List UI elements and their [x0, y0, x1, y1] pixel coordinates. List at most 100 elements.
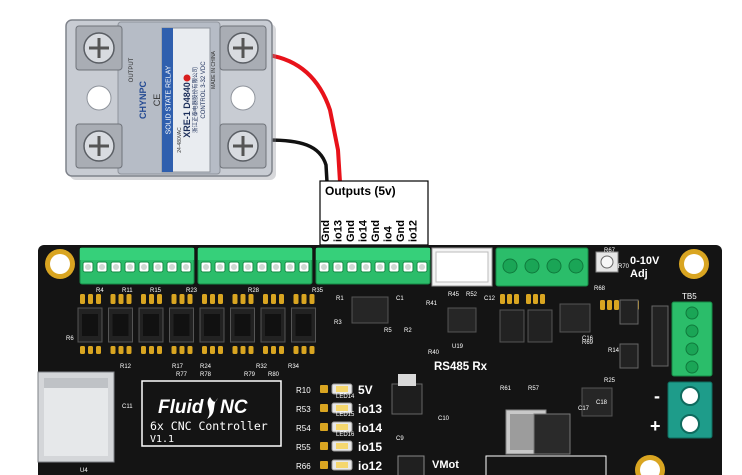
relay-brand: CHYNPC — [138, 81, 148, 120]
resistor-ref: R54 — [296, 424, 311, 433]
relay-terminal-1 — [75, 25, 123, 71]
optocoupler — [230, 294, 255, 354]
silkscreen-ref: R11 — [122, 288, 133, 294]
silkscreen-ref: R1 — [336, 296, 344, 302]
logo-nc: NC — [220, 397, 248, 418]
output-label: io13 — [358, 402, 382, 416]
inductor — [533, 413, 571, 455]
ic-chip — [581, 387, 613, 417]
analog-terminal-block — [495, 247, 589, 287]
silkscreen-ref: R61 — [500, 386, 512, 392]
ic-chip — [447, 307, 477, 333]
relay-label-top: SOLID STATE RELAY — [166, 65, 173, 134]
relay-chinese-text: 浙江正泰电器股份有限公司 — [191, 67, 199, 133]
rs485-label: RS485 Rx — [434, 361, 488, 373]
output-row: R66 io12 — [296, 459, 382, 473]
silkscreen-ref: R28 — [248, 288, 260, 294]
resistor-ref: R66 — [296, 462, 311, 471]
silkscreen-ref: R77 — [176, 372, 188, 378]
callout-pin-label: Gnd — [370, 220, 382, 242]
mosfet — [527, 309, 553, 343]
callout-pin-label: Gnd — [320, 220, 332, 242]
relay-terminal-3 — [75, 123, 123, 169]
solid-state-relay: SOLID STATE RELAY XRE-1 D4840 24-480VAC … — [65, 19, 276, 180]
silkscreen-ref: R45 — [448, 292, 460, 298]
power-terminal — [667, 381, 713, 439]
silkscreen-ref: C17 — [578, 406, 590, 412]
relay-terminal-2 — [219, 25, 267, 71]
silkscreen-ref: R3 — [334, 320, 342, 326]
optocoupler — [77, 294, 103, 354]
flame-icon — [207, 397, 218, 419]
callout-pin-label: io13 — [333, 220, 345, 242]
relay-load-label: 24-480VAC — [177, 127, 183, 153]
screw-terminal-block — [197, 247, 313, 285]
silkscreen-ref: R57 — [528, 386, 540, 392]
solder-pad — [607, 300, 612, 310]
silkscreen-ref: C16 — [582, 336, 594, 342]
relay-model: XRE-1 D4840 — [182, 82, 192, 138]
mosfet — [619, 299, 639, 325]
connector-header — [397, 455, 425, 475]
tb5-terminal — [671, 301, 713, 377]
output-label: 5V — [358, 383, 373, 397]
silkscreen-ref: C11 — [122, 404, 133, 410]
optocoupler — [199, 294, 225, 354]
regulator-chip — [391, 383, 423, 415]
ic-chip — [559, 303, 591, 333]
solder-pad — [533, 294, 538, 304]
board-version: V1.1 — [150, 434, 174, 445]
silkscreen-ref: R34 — [288, 364, 300, 370]
callout-pin-label: Gnd — [345, 220, 357, 242]
resistor-ref: R55 — [296, 443, 311, 452]
silkscreen-ref: C18 — [596, 400, 608, 406]
callout-pin-label: io12 — [408, 220, 420, 242]
screw-terminal-block — [315, 247, 431, 285]
tb5-label: TB5 — [682, 292, 697, 301]
silkscreen-ref: R5 — [384, 328, 392, 334]
callout-pin-label: io4 — [383, 225, 395, 242]
mosfet — [499, 309, 525, 343]
relay-output-label: OUTPUT — [129, 57, 135, 82]
solder-pad — [526, 294, 531, 304]
solder-pad — [500, 294, 505, 304]
board-subtitle: 6x CNC Controller — [150, 419, 268, 433]
sd-card-slot — [37, 371, 115, 463]
optocoupler — [260, 294, 286, 354]
pcb-board: 0-10V Adj TB5 - + Fluid — [37, 245, 722, 475]
silkscreen-ref: R79 — [244, 372, 256, 378]
silkscreen-ref: R25 — [604, 378, 616, 384]
optocoupler — [291, 294, 316, 354]
optocoupler — [169, 294, 194, 354]
output-label: io12 — [358, 459, 382, 473]
silkscreen-ref: LED15 — [336, 412, 355, 418]
screw-terminal-block — [79, 247, 195, 285]
silkscreen-ref: R32 — [256, 364, 268, 370]
silkscreen-ref: R67 — [604, 248, 616, 254]
outputs-callout-title: Outputs (5v) — [325, 184, 396, 198]
plus-sign: + — [650, 416, 661, 436]
silkscreen-ref: R17 — [172, 364, 184, 370]
relay-control-label: CONTROL 3-32 VDC — [201, 61, 207, 119]
silkscreen-ref: R70 — [618, 264, 630, 270]
fluidnc-logo: Fluid NC 6x CNC Controller V1.1 — [141, 380, 282, 447]
black-wire — [266, 138, 329, 184]
solder-pad — [540, 294, 545, 304]
silkscreen-ref: LED14 — [336, 394, 355, 400]
ic-chip — [351, 296, 389, 324]
resistor-ref: R10 — [296, 386, 311, 395]
optocoupler — [108, 294, 133, 354]
solder-pad — [600, 300, 605, 310]
callout-pin-label: io14 — [358, 219, 370, 242]
mounting-hole-left — [45, 249, 75, 279]
optocoupler — [138, 294, 164, 354]
silkscreen-ref: R69 — [582, 340, 594, 346]
silkscreen-ref: R12 — [120, 364, 132, 370]
analog-label-1: 0-10V — [630, 255, 660, 267]
silkscreen-ref: R52 — [466, 292, 478, 298]
potentiometer — [595, 251, 619, 273]
